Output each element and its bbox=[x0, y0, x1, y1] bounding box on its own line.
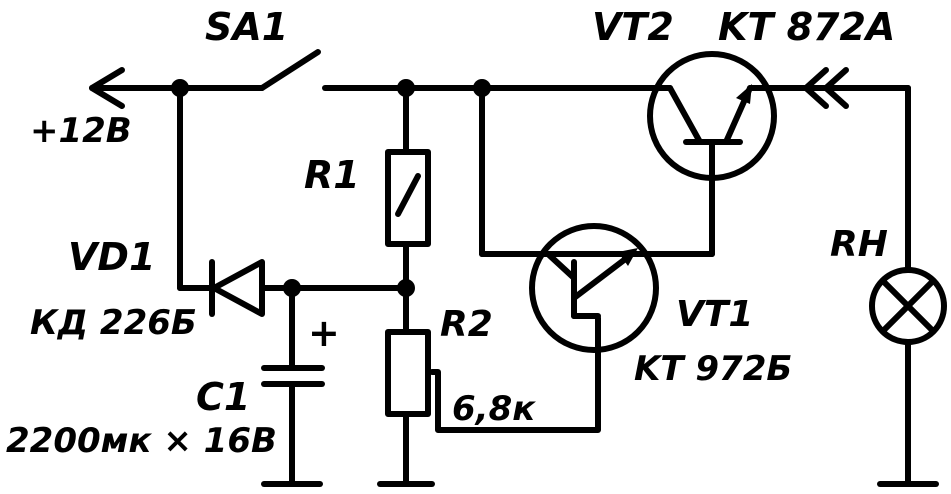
label-vt1: VT1 bbox=[676, 294, 753, 335]
connector-chevron-2 bbox=[823, 67, 849, 109]
vt1-emitter-lead bbox=[571, 251, 635, 301]
label-r2-value: 6,8к bbox=[452, 389, 536, 429]
label-vt2-type: KT 872A bbox=[718, 5, 895, 49]
label-vd1-type: КД 226Б bbox=[30, 303, 197, 343]
vt2-emitter-arrow bbox=[736, 84, 752, 104]
junction-dot bbox=[283, 279, 301, 297]
vt2-collector-lead bbox=[667, 85, 703, 145]
junction-dot bbox=[473, 79, 491, 97]
lamp-cross-2 bbox=[880, 278, 936, 334]
connector-chevron-1 bbox=[803, 67, 829, 109]
label-r1: R1 bbox=[304, 153, 360, 197]
r2-wiper-wire bbox=[429, 315, 601, 433]
junction-dot bbox=[397, 79, 415, 97]
output-arrow bbox=[89, 67, 125, 109]
label-vt1-type: KT 972Б bbox=[634, 349, 792, 389]
label-c1: C1 bbox=[196, 375, 250, 419]
switch-sa1 bbox=[259, 49, 321, 91]
junction-dot bbox=[171, 79, 189, 97]
junction-dot bbox=[397, 279, 415, 297]
label-plus12v: +12B bbox=[30, 111, 132, 151]
label-vt2: VT2 bbox=[592, 5, 674, 49]
label-c1-value: 2200мк × 16B bbox=[6, 421, 277, 461]
label-vd1: VD1 bbox=[68, 235, 155, 279]
label-rh: RН bbox=[830, 224, 888, 265]
transistor-vt2 bbox=[647, 51, 777, 181]
label-sa1: SA1 bbox=[205, 5, 288, 49]
label-c1-plus: + bbox=[308, 311, 340, 355]
label-r2: R2 bbox=[440, 304, 493, 345]
transistor-vt1 bbox=[529, 223, 659, 353]
diode-vd1 bbox=[211, 259, 265, 317]
resistor-r2 bbox=[385, 329, 431, 417]
resistor-r1-mark bbox=[395, 173, 421, 217]
vt1-collector-lead bbox=[545, 251, 577, 281]
vt1-emitter-arrow bbox=[618, 248, 638, 266]
